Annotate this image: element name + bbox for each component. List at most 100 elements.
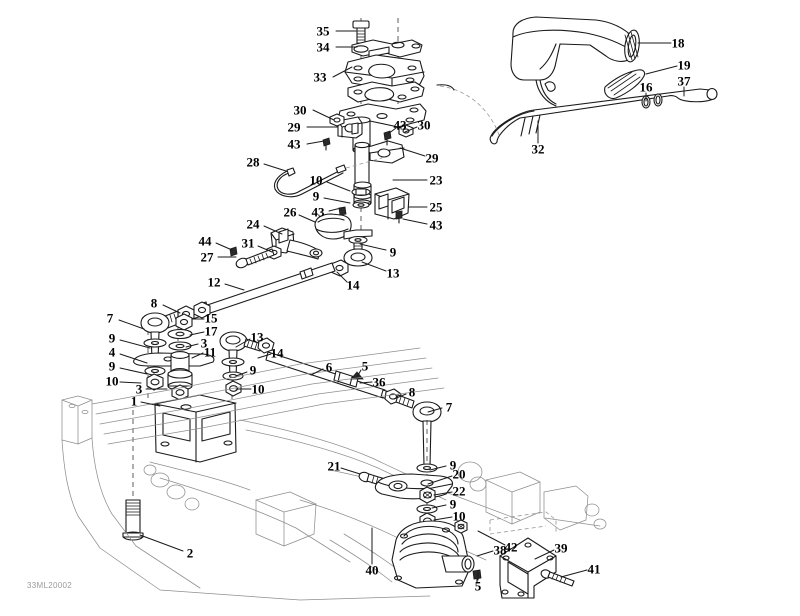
callout-number-27: 27 bbox=[200, 249, 214, 265]
callout-number-38: 38 bbox=[493, 542, 507, 558]
leader-line-8 bbox=[162, 304, 181, 314]
callout-number-7: 7 bbox=[445, 399, 453, 415]
callout-number-6: 6 bbox=[325, 359, 333, 375]
part-23-steering-column bbox=[353, 141, 372, 207]
leader-line-22 bbox=[433, 491, 453, 496]
steering-housing-bottom bbox=[391, 519, 475, 589]
callout-number-1: 1 bbox=[130, 393, 138, 409]
leader-line-8 bbox=[393, 393, 407, 400]
part-26-bushing bbox=[314, 213, 352, 240]
leader-line-30 bbox=[404, 126, 418, 133]
leader-line-14 bbox=[257, 353, 272, 359]
drawing-id-watermark: 33ML20002 bbox=[27, 581, 72, 590]
leader-line-43 bbox=[306, 140, 325, 145]
leader-line-19 bbox=[645, 65, 678, 75]
leader-line-26 bbox=[298, 214, 316, 223]
callout-number-14: 14 bbox=[346, 277, 360, 293]
callout-number-16: 16 bbox=[639, 79, 653, 95]
callout-number-13: 13 bbox=[386, 265, 400, 281]
part-1-housing bbox=[154, 394, 237, 463]
callout-number-19: 19 bbox=[677, 57, 691, 73]
callout-number-7: 7 bbox=[106, 310, 114, 326]
leader-line-1 bbox=[140, 401, 161, 407]
leader-line-31 bbox=[257, 245, 273, 253]
washer-stack-left bbox=[133, 338, 215, 391]
callout-number-41: 41 bbox=[587, 561, 601, 577]
leader-line-39 bbox=[534, 549, 555, 560]
leader-line-28 bbox=[263, 163, 287, 172]
leader-line-30 bbox=[312, 109, 335, 121]
part-27-bolt bbox=[235, 248, 275, 269]
leader-line-2 bbox=[139, 534, 184, 552]
leader-line-9 bbox=[119, 339, 151, 349]
callout-number-10: 10 bbox=[105, 373, 119, 389]
leader-line-36 bbox=[359, 381, 373, 384]
callout-number-9: 9 bbox=[449, 496, 457, 512]
leader-line-21 bbox=[340, 467, 361, 475]
part-28-u-clip bbox=[273, 157, 383, 198]
callout-leader-lines bbox=[118, 30, 685, 581]
part-6-tie-rod bbox=[265, 351, 442, 467]
leader-line-5 bbox=[356, 369, 362, 378]
leader-line-20 bbox=[427, 475, 453, 485]
part-43-fitting-26 bbox=[338, 206, 347, 216]
part-30-nut-right bbox=[398, 124, 414, 138]
part-33-lower-plate bbox=[347, 81, 425, 103]
callout-number-32: 32 bbox=[531, 141, 545, 157]
callout-number-8: 8 bbox=[408, 384, 416, 400]
callout-number-31: 31 bbox=[241, 235, 255, 251]
callout-number-3: 3 bbox=[200, 335, 208, 351]
callout-number-34: 34 bbox=[316, 39, 330, 55]
callout-number-3: 3 bbox=[135, 381, 143, 397]
part-13-ball-joint-right bbox=[219, 331, 275, 379]
callout-number-9: 9 bbox=[389, 244, 397, 260]
leader-line-6 bbox=[310, 368, 324, 376]
part-43-fitting-lower bbox=[395, 210, 403, 224]
leader-line-42 bbox=[477, 530, 506, 546]
callout-number-18: 18 bbox=[671, 35, 685, 51]
leader-line-11 bbox=[191, 352, 204, 359]
leader-line-9 bbox=[235, 371, 248, 377]
leader-line-12 bbox=[224, 283, 245, 291]
center-pivot-stack bbox=[167, 313, 193, 401]
leader-line-10 bbox=[326, 181, 351, 192]
callout-number-30: 30 bbox=[293, 102, 307, 118]
callout-number-43: 43 bbox=[393, 117, 407, 133]
callout-number-24: 24 bbox=[246, 216, 260, 232]
column-base-joint bbox=[330, 229, 373, 277]
part-29-clamp-right bbox=[364, 140, 405, 164]
leader-line-9 bbox=[359, 243, 387, 251]
callout-number-29: 29 bbox=[287, 119, 301, 135]
callout-number-43: 43 bbox=[311, 204, 325, 220]
callout-number-33: 33 bbox=[313, 69, 327, 85]
callout-number-40: 40 bbox=[365, 562, 379, 578]
part-22-nut bbox=[419, 486, 436, 504]
callout-number-11: 11 bbox=[203, 344, 217, 360]
leader-line-13 bbox=[235, 338, 251, 348]
callout-number-9: 9 bbox=[108, 358, 116, 374]
callout-number-43: 43 bbox=[429, 217, 443, 233]
callout-number-26: 26 bbox=[283, 204, 297, 220]
callout-number-4: 4 bbox=[108, 344, 116, 360]
leader-line-3 bbox=[185, 343, 199, 348]
part-41-screw bbox=[540, 569, 575, 587]
part-2-long-bolt bbox=[122, 410, 144, 541]
part-39-support-plate bbox=[499, 537, 557, 599]
leader-line-38 bbox=[476, 550, 494, 557]
leader-line-10 bbox=[119, 381, 142, 384]
callout-number-44: 44 bbox=[198, 233, 212, 249]
leader-line-43 bbox=[328, 207, 342, 212]
part-24-arm bbox=[270, 227, 323, 260]
callout-number-37: 37 bbox=[677, 73, 691, 89]
callout-number-36: 36 bbox=[372, 374, 386, 390]
steering-column-stack bbox=[229, 18, 427, 277]
callout-number-9: 9 bbox=[449, 457, 457, 473]
leader-line-9 bbox=[323, 197, 351, 204]
callout-number-28: 28 bbox=[246, 154, 260, 170]
callout-number-10: 10 bbox=[251, 381, 265, 397]
callout-number-21: 21 bbox=[327, 458, 341, 474]
leader-line-13 bbox=[361, 261, 387, 272]
callout-number-42: 42 bbox=[504, 539, 518, 555]
leader-line-43 bbox=[402, 218, 428, 225]
